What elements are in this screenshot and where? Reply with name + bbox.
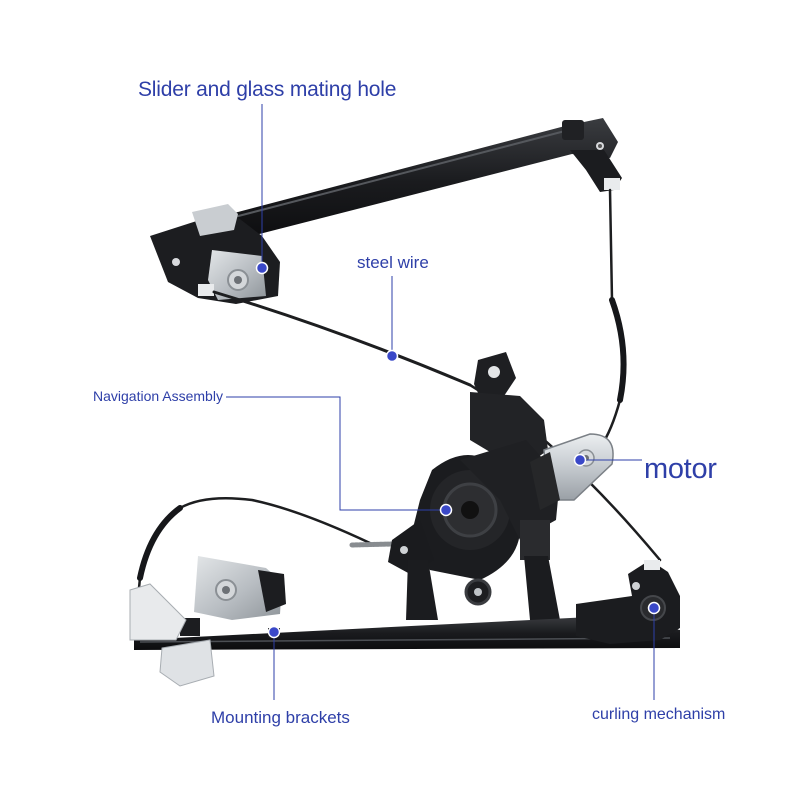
lower-slider-carrier: [129, 556, 286, 687]
drum-housing: [388, 352, 560, 606]
steel-wire-label: steel wire: [357, 253, 429, 272]
navigation-assembly-leader: [226, 396, 446, 511]
motor-label: motor: [644, 453, 717, 485]
upper-slider-carrier: [150, 204, 280, 304]
navigation-assembly-marker: [439, 503, 453, 517]
upper-guide-rail: [152, 118, 622, 246]
navigation-assembly-label: Navigation Assembly: [93, 388, 223, 404]
mounting-brackets-marker: [267, 625, 281, 639]
lower-frame: [406, 556, 560, 620]
slider-hole-marker: [255, 261, 269, 275]
curling-mechanism-marker: [647, 601, 661, 615]
steel-wire-marker: [385, 349, 399, 363]
callout-leader-lines: [226, 104, 655, 700]
curling-mechanism-label: curling mechanism: [592, 706, 726, 723]
curling-mechanism-bracket: [576, 560, 680, 644]
callout-markers: [255, 261, 661, 639]
motor-marker: [573, 453, 587, 467]
mounting-brackets-label: Mounting brackets: [211, 708, 350, 727]
slider-hole-label: Slider and glass mating hole: [138, 78, 397, 101]
